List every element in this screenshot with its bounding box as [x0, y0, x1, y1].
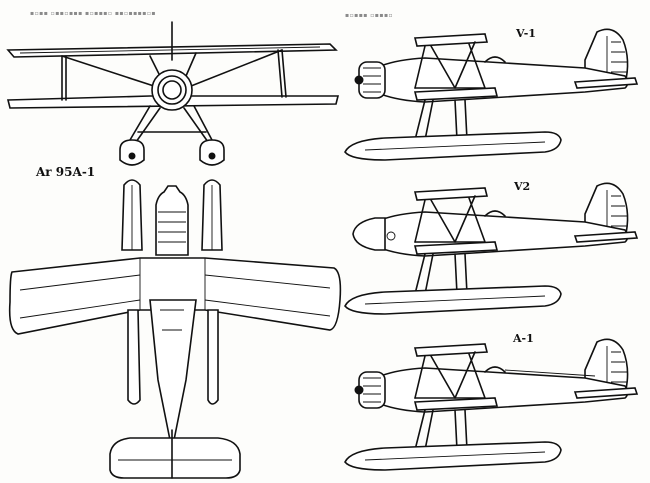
- print-bleed-through: ▪▫▪▪▪ ▫▪▪▪▫: [345, 12, 394, 19]
- print-bleed-through: ▪▫▪▪ ▫▪▪▫▪▪▪ ▪▫▪▪▪▫ ▪▪▫▪▪▪▪▫▪: [30, 10, 156, 17]
- side-view-a1-label: A-1: [513, 332, 534, 345]
- side-view-v2-label: V2: [514, 180, 531, 193]
- side-view-v1-label: V-1: [516, 27, 536, 40]
- front-view: [6, 21, 340, 166]
- side-view-a1: [344, 338, 638, 471]
- plan-view: [8, 179, 342, 479]
- front-view-title: Ar 95A-1: [36, 165, 96, 179]
- side-view-v2: [344, 182, 638, 315]
- side-view-v1: [344, 28, 638, 161]
